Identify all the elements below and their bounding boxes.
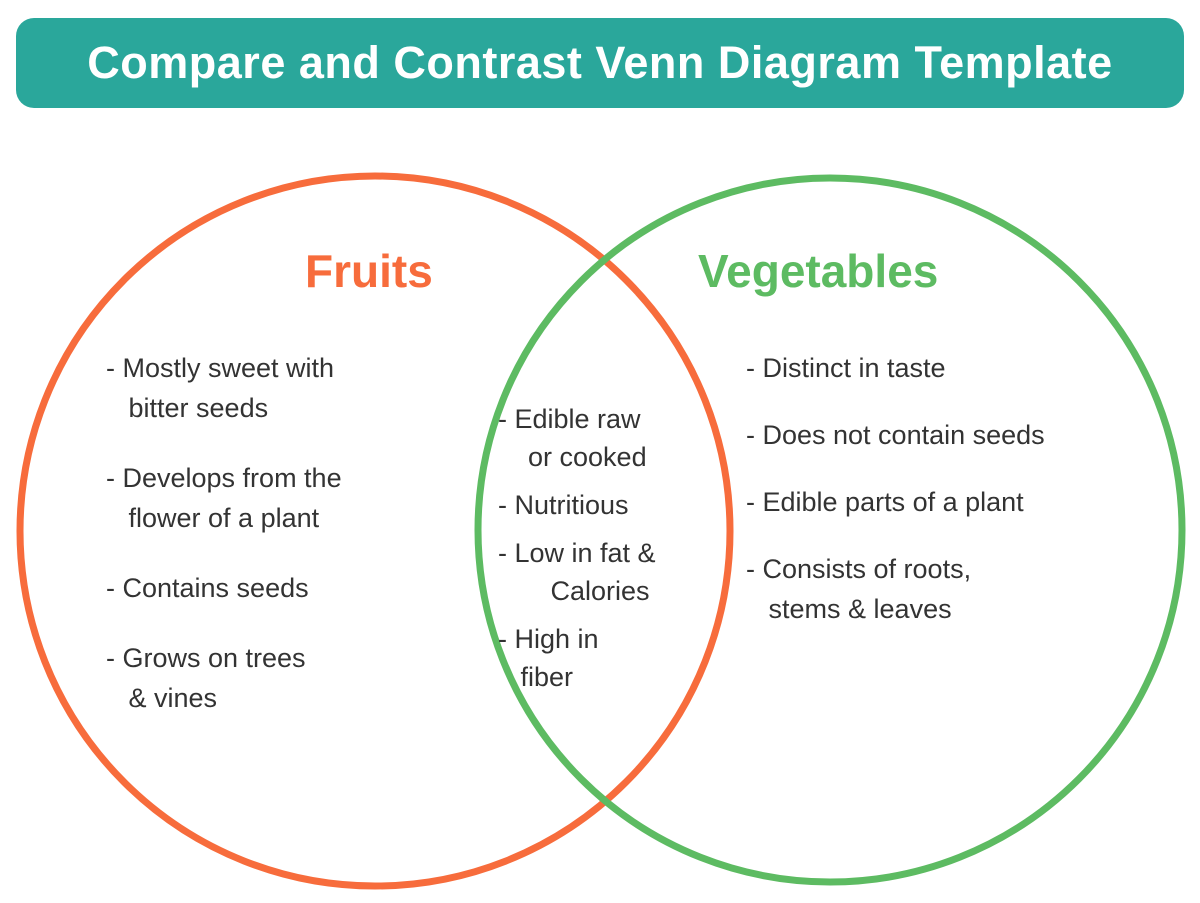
overlap-item: - Edible raw or cooked [498, 404, 647, 472]
overlap-item: - Low in fat & Calories [498, 538, 656, 606]
vegetables-item: - Does not contain seeds [746, 420, 1045, 450]
vegetables-title: Vegetables [698, 245, 939, 297]
fruits-title: Fruits [305, 245, 433, 297]
page-title: Compare and Contrast Venn Diagram Templa… [87, 37, 1113, 88]
overlap-item: - Nutritious [498, 490, 629, 520]
header-banner: Compare and Contrast Venn Diagram Templa… [16, 18, 1184, 108]
overlap-item: - High in fiber [498, 624, 599, 692]
overlap-item-list: - Edible raw or cooked - Nutritious - Lo… [498, 400, 713, 706]
fruits-item: - Mostly sweet with bitter seeds [106, 353, 335, 423]
vegetables-item: - Consists of roots, stems & leaves [746, 554, 972, 624]
fruits-item: - Develops from the flower of a plant [106, 463, 342, 533]
vegetables-item-list: - Distinct in taste - Does not contain s… [746, 348, 1146, 656]
fruits-item-list: - Mostly sweet with bitter seeds - Devel… [106, 348, 436, 748]
fruits-item: - Grows on trees & vines [106, 643, 306, 713]
fruits-item: - Contains seeds [106, 573, 309, 603]
vegetables-item: - Distinct in taste [746, 353, 946, 383]
vegetables-item: - Edible parts of a plant [746, 487, 1024, 517]
vegetables-circle-outline [474, 174, 1186, 886]
fruits-circle-outline [16, 172, 734, 890]
